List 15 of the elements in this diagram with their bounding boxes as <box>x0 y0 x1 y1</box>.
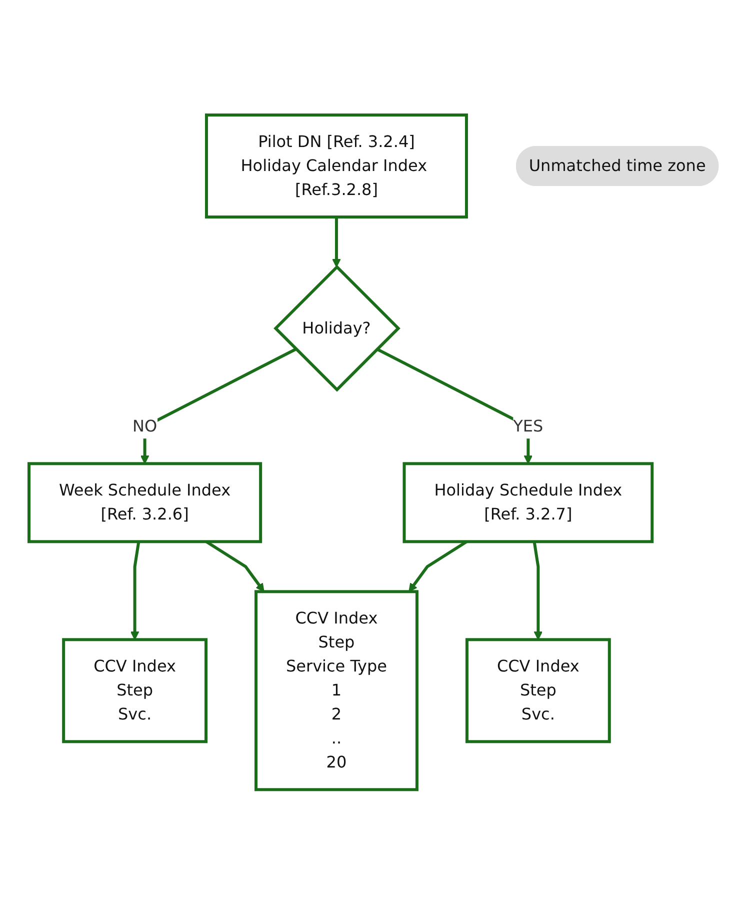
node-diamond: Holiday? <box>274 265 401 392</box>
node-box: CCV Index Step Svc. <box>466 638 612 744</box>
arrow <box>409 540 468 592</box>
arrow <box>140 348 298 464</box>
edge-label: YES <box>514 416 544 436</box>
node-box: CCV Index Step Svc. <box>62 638 208 744</box>
node-box: Week Schedule Index [Ref. 3.2.6] <box>28 462 262 544</box>
node-box: Holiday Schedule Index [Ref. 3.2.7] <box>403 462 654 544</box>
edge-label: NO <box>132 416 158 436</box>
arrow <box>130 542 141 640</box>
node-box: Pilot DN [Ref. 3.2.4] Holiday Calendar Index [Ref.3.2.8] <box>205 114 468 219</box>
arrow <box>332 217 342 268</box>
arrow <box>533 542 543 640</box>
arrow <box>206 540 265 592</box>
node-box: CCV Index Step Service Type 1 2 .. 20 <box>254 590 419 792</box>
